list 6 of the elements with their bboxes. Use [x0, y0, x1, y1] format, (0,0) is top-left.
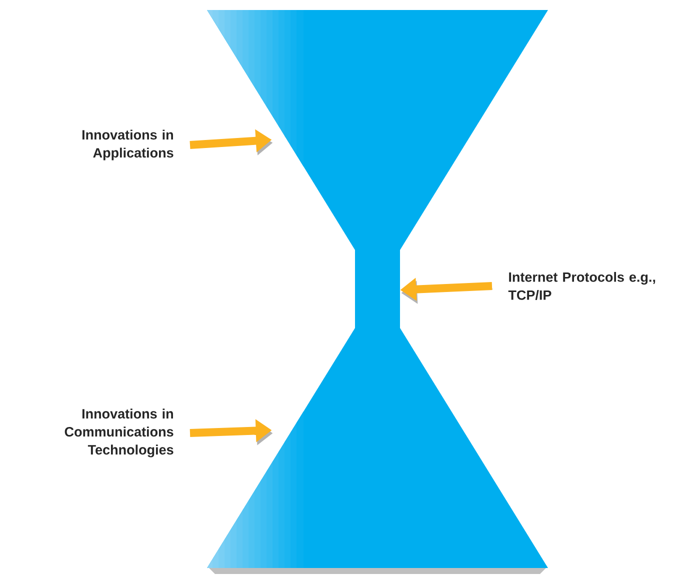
funnel-shape — [207, 10, 548, 250]
neck-shape — [355, 249, 400, 329]
label-text: Innovations in Communications Technologies — [64, 408, 174, 458]
label-text: Innovations in Applications — [82, 130, 174, 160]
funnel-shape — [207, 328, 548, 568]
label-text: Internet Protocols e.g., TCP/IP — [508, 272, 656, 300]
